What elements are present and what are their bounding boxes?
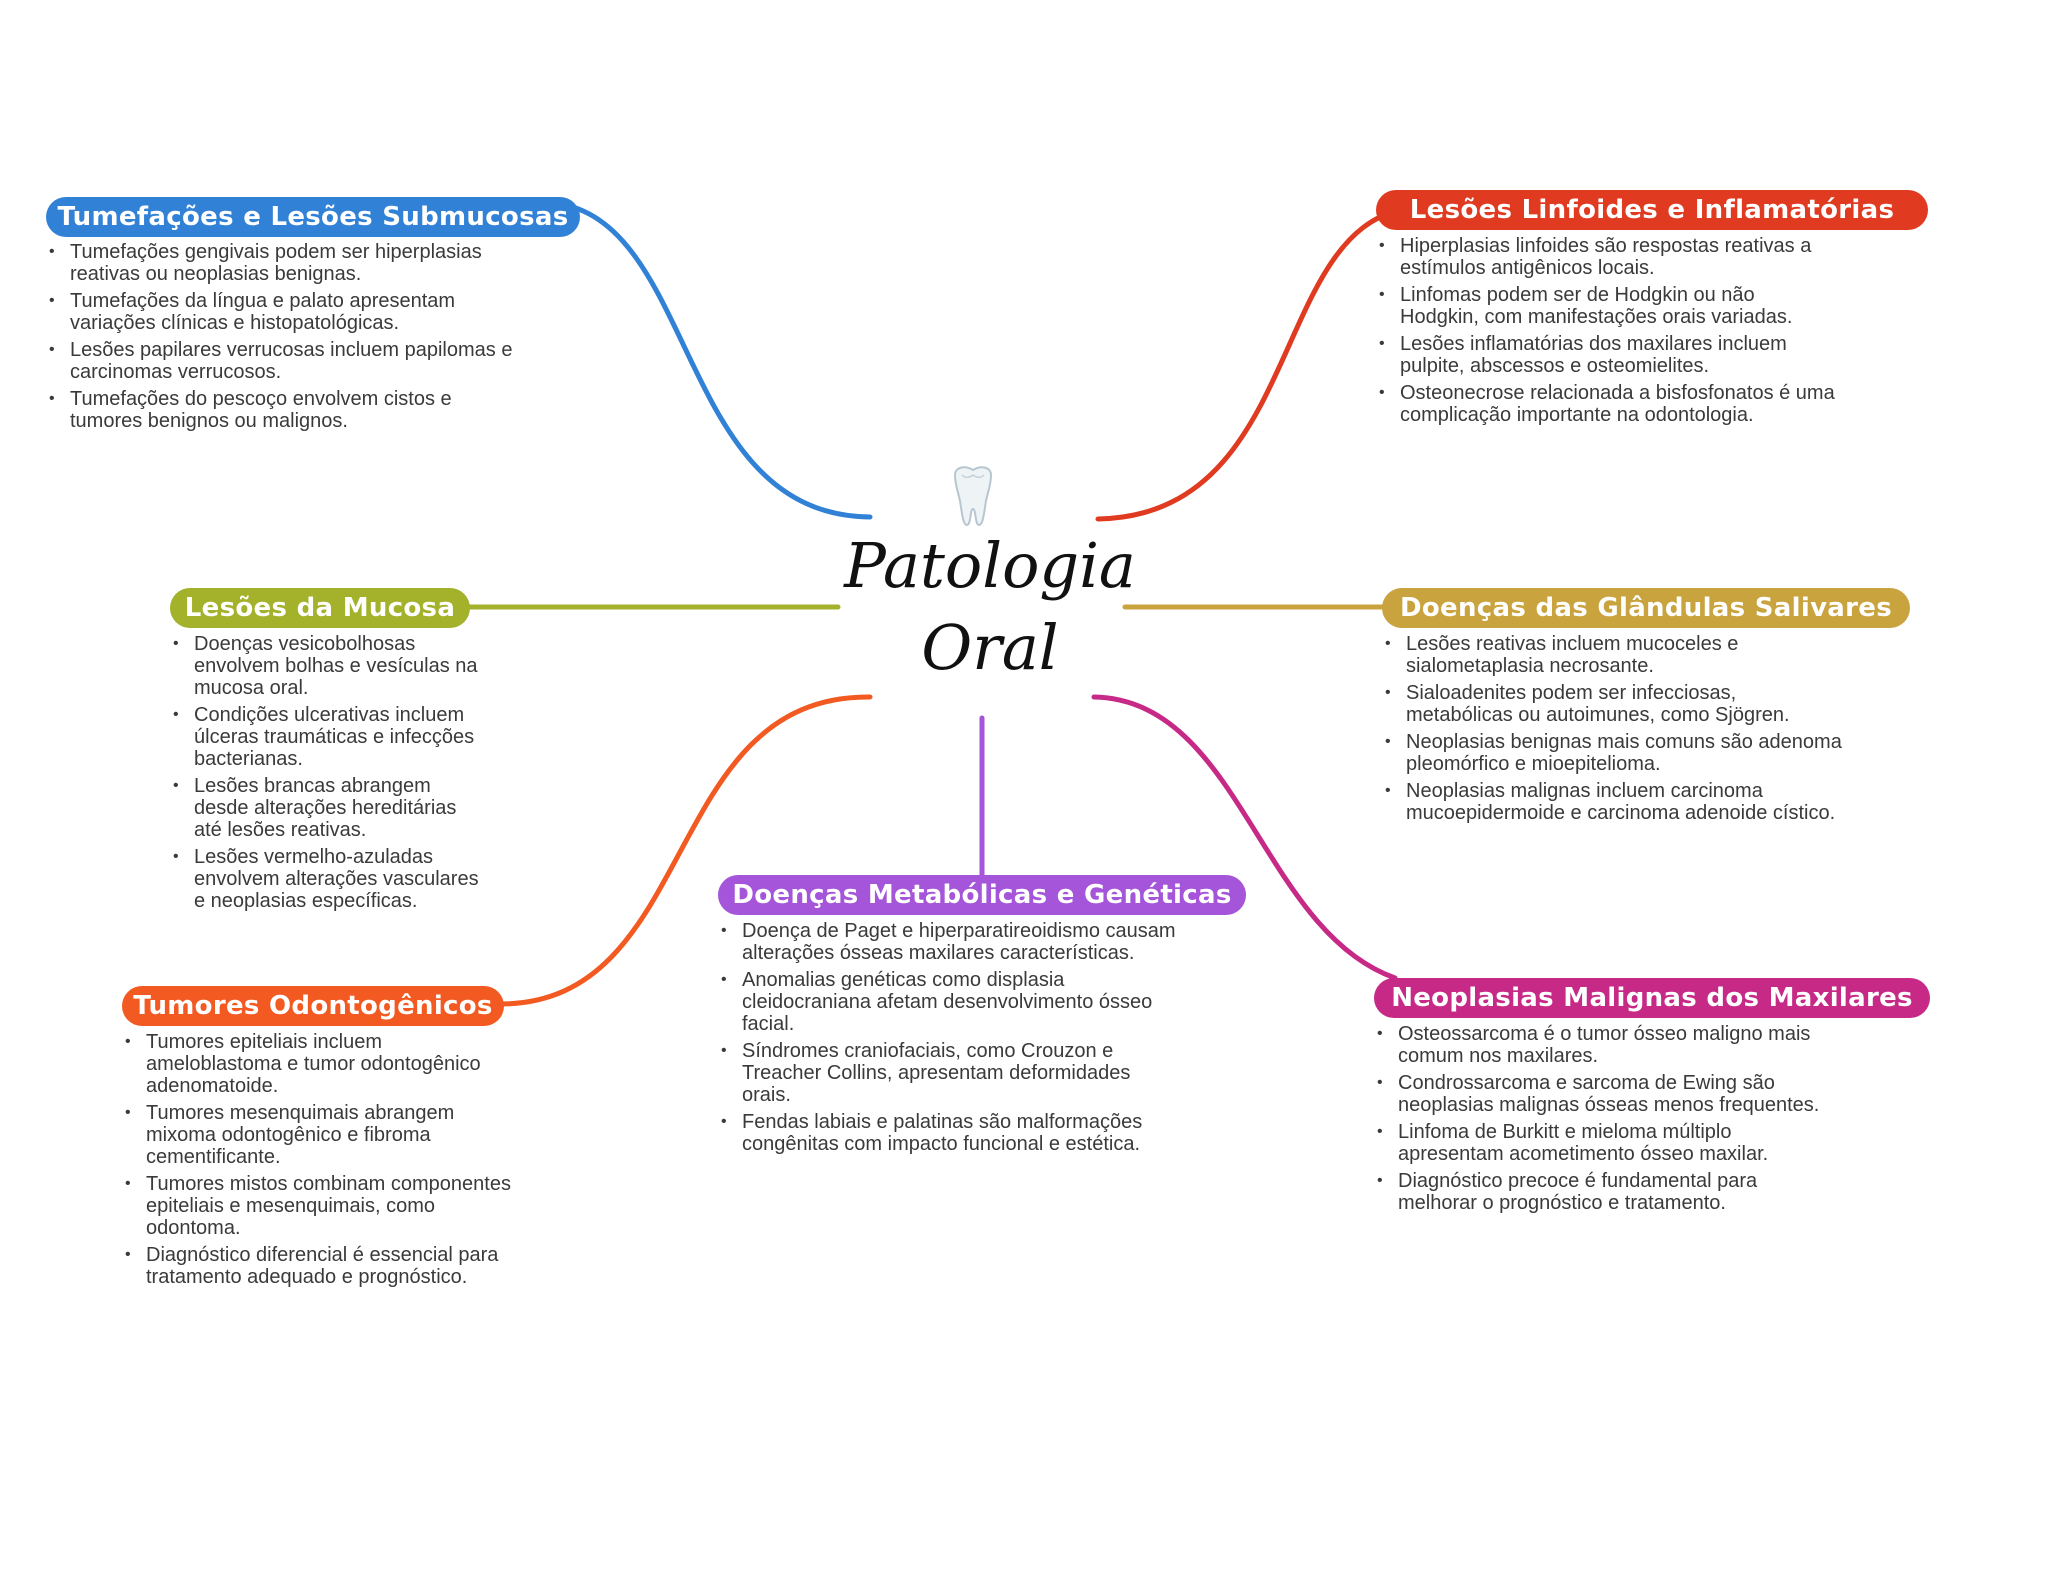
list-item: Linfoma de Burkitt e mieloma múltiplo ap…: [1374, 1121, 1834, 1165]
list-item: Fendas labiais e palatinas são malformaç…: [718, 1111, 1178, 1155]
branch-list-tumefacoes: Tumefações gengivais podem ser hiperplas…: [46, 241, 526, 437]
list-item: Neoplasias malignas incluem carcinoma mu…: [1382, 780, 1842, 824]
branch-title-mucosa[interactable]: Lesões da Mucosa: [170, 588, 470, 628]
list-item: Síndromes craniofaciais, como Crouzon e …: [718, 1040, 1178, 1106]
list-item: Sialoadenites podem ser infecciosas, met…: [1382, 682, 1842, 726]
branch-list-mucosa: Doenças vesicobolhosas envolvem bolhas e…: [170, 633, 480, 917]
list-item: Diagnóstico diferencial é essencial para…: [122, 1244, 522, 1288]
branch-title-neoplasias[interactable]: Neoplasias Malignas dos Maxilares: [1374, 978, 1930, 1018]
list-item: Lesões brancas abrangem desde alterações…: [170, 775, 480, 841]
central-topic: Patologia Oral: [840, 525, 1140, 689]
list-item: Diagnóstico precoce é fundamental para m…: [1374, 1170, 1834, 1214]
tooth-icon: [953, 466, 993, 527]
branch-list-odontogenicos: Tumores epiteliais incluem ameloblastoma…: [122, 1031, 522, 1293]
connector-tumefacoes: [537, 199, 873, 520]
list-item: Condições ulcerativas incluem úlceras tr…: [170, 704, 480, 770]
list-item: Linfomas podem ser de Hodgkin ou não Hod…: [1376, 284, 1836, 328]
connector-linfoides: [1095, 207, 1403, 522]
list-item: Osteossarcoma é o tumor ósseo maligno ma…: [1374, 1023, 1834, 1067]
list-item: Neoplasias benignas mais comuns são aden…: [1382, 731, 1842, 775]
list-item: Tumores mistos combinam componentes epit…: [122, 1173, 522, 1239]
list-item: Tumefações do pescoço envolvem cistos e …: [46, 388, 526, 432]
list-item: Lesões reativas incluem mucoceles e sial…: [1382, 633, 1842, 677]
central-topic-line1: Patologia: [844, 529, 1136, 602]
list-item: Osteonecrose relacionada a bisfosfonatos…: [1376, 382, 1836, 426]
branch-list-neoplasias: Osteossarcoma é o tumor ósseo maligno ma…: [1374, 1023, 1834, 1219]
branch-list-linfoides: Hiperplasias linfoides são respostas rea…: [1376, 235, 1836, 431]
list-item: Lesões papilares verrucosas incluem papi…: [46, 339, 526, 383]
list-item: Anomalias genéticas como displasia cleid…: [718, 969, 1178, 1035]
list-item: Doenças vesicobolhosas envolvem bolhas e…: [170, 633, 480, 699]
connector-odontogenicos: [497, 694, 873, 1007]
connector-neoplasias: [1091, 694, 1398, 981]
list-item: Tumefações gengivais podem ser hiperplas…: [46, 241, 526, 285]
branch-title-glandulas[interactable]: Doenças das Glândulas Salivares: [1382, 588, 1910, 628]
list-item: Hiperplasias linfoides são respostas rea…: [1376, 235, 1836, 279]
list-item: Doença de Paget e hiperparatireoidismo c…: [718, 920, 1178, 964]
list-item: Tumefações da língua e palato apresentam…: [46, 290, 526, 334]
branch-title-linfoides[interactable]: Lesões Linfoides e Inflamatórias: [1376, 190, 1928, 230]
list-item: Tumores epiteliais incluem ameloblastoma…: [122, 1031, 522, 1097]
branch-title-tumefacoes[interactable]: Tumefações e Lesões Submucosas: [46, 197, 580, 237]
list-item: Condrossarcoma e sarcoma de Ewing são ne…: [1374, 1072, 1834, 1116]
list-item: Lesões vermelho-azuladas envolvem altera…: [170, 846, 480, 912]
branch-title-metabolicas[interactable]: Doenças Metabólicas e Genéticas: [718, 875, 1246, 915]
branch-title-odontogenicos[interactable]: Tumores Odontogênicos: [122, 986, 504, 1026]
branch-list-glandulas: Lesões reativas incluem mucoceles e sial…: [1382, 633, 1842, 829]
list-item: Lesões inflamatórias dos maxilares inclu…: [1376, 333, 1836, 377]
list-item: Tumores mesenquimais abrangem mixoma odo…: [122, 1102, 522, 1168]
branch-list-metabolicas: Doença de Paget e hiperparatireoidismo c…: [718, 920, 1178, 1160]
central-topic-line2: Oral: [921, 611, 1059, 684]
